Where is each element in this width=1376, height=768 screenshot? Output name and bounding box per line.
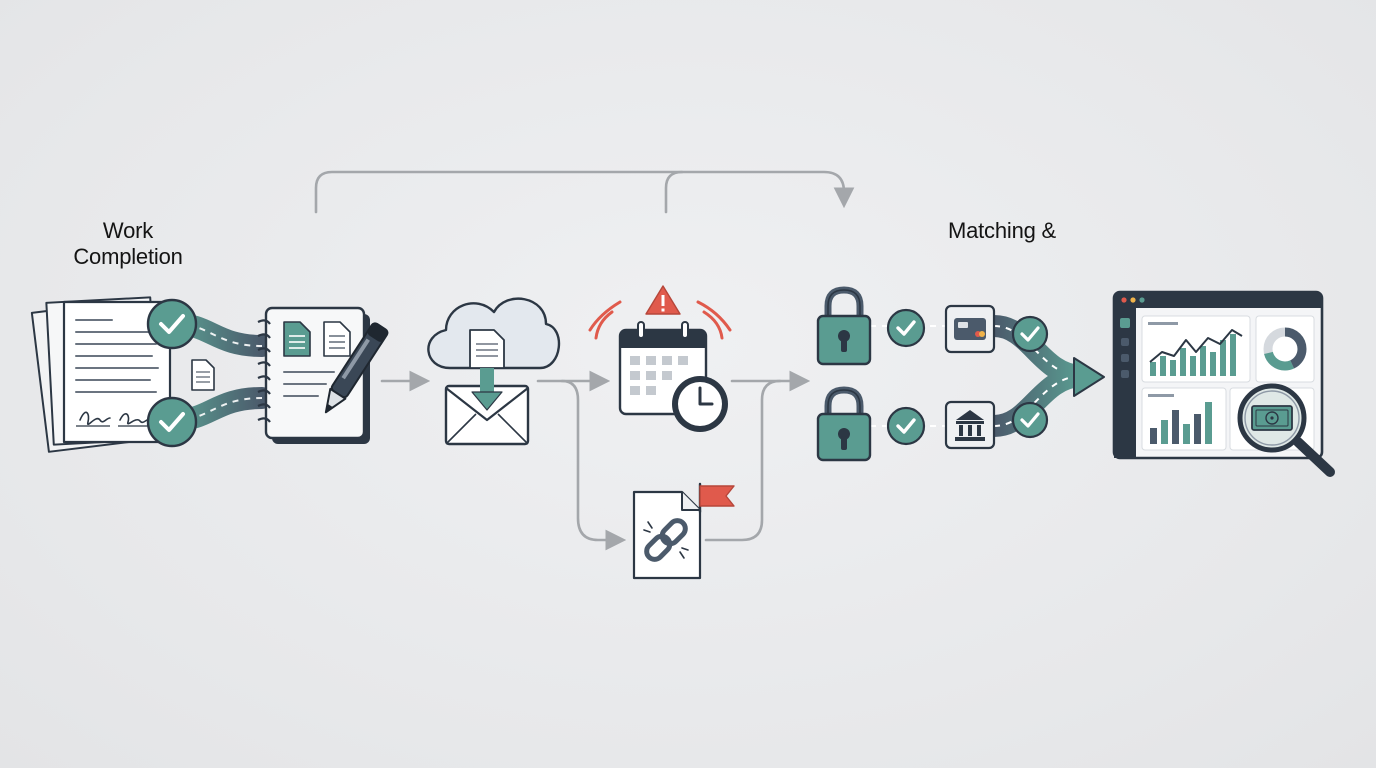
check-icon [146, 298, 198, 350]
top-loop-branch [664, 170, 684, 214]
check-icon [1011, 315, 1049, 353]
check-icon [886, 308, 926, 348]
warning-icon [645, 285, 681, 315]
work-label-line2: Completion [73, 244, 183, 269]
work-completion-label: Work Completion [38, 218, 218, 270]
notebook-pen-icon [257, 306, 389, 444]
alert-waves [588, 300, 732, 340]
magnifier-money-icon [1237, 383, 1335, 477]
credit-card-icon [944, 304, 996, 354]
bank-icon [944, 400, 996, 450]
top-loop-connector [314, 170, 855, 214]
connectors [314, 170, 855, 551]
check-icon [1011, 401, 1049, 439]
matching-label: Matching & [947, 218, 1057, 243]
document-to-merge-connector [704, 379, 782, 542]
check-icon [146, 396, 198, 448]
small-document-icon [191, 359, 215, 391]
clock-icon [672, 376, 728, 432]
padlock-icon [816, 386, 872, 462]
cloud-to-document-branch [560, 379, 627, 551]
padlock-icon [816, 286, 872, 366]
email-envelope-icon [444, 368, 530, 446]
work-label-line1: Work [102, 218, 154, 243]
linked-document-icon [632, 490, 702, 580]
cloud-upload-icon [427, 297, 561, 370]
flag-icon [698, 482, 735, 514]
check-icon [886, 406, 926, 446]
